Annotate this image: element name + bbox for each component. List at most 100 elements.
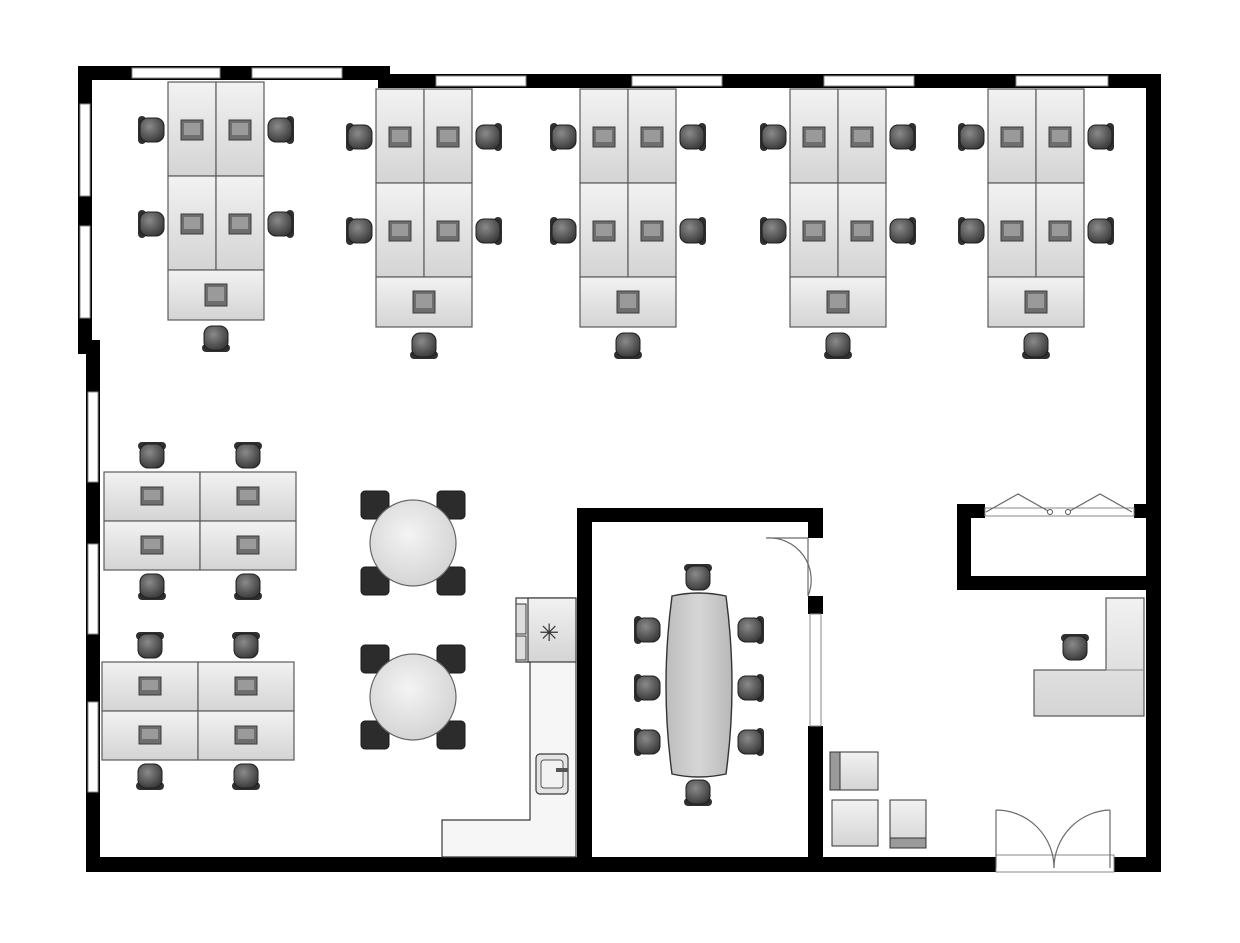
chair[interactable] xyxy=(360,644,390,674)
reception-chair-group xyxy=(1061,634,1089,661)
chair[interactable] xyxy=(1087,217,1114,245)
stove[interactable]: ✳ xyxy=(515,597,577,663)
chair[interactable] xyxy=(679,123,706,151)
chair[interactable] xyxy=(684,564,712,591)
screen-icon xyxy=(142,729,158,739)
chair[interactable] xyxy=(760,217,787,245)
chair[interactable] xyxy=(475,217,502,245)
chair[interactable] xyxy=(634,674,661,702)
chair[interactable] xyxy=(958,123,985,151)
chair[interactable] xyxy=(360,720,390,750)
chair[interactable] xyxy=(737,674,764,702)
storage-closet-walls xyxy=(957,504,1148,590)
screen-icon xyxy=(596,224,612,236)
chair[interactable] xyxy=(889,217,916,245)
chair[interactable] xyxy=(267,210,294,238)
chair[interactable] xyxy=(634,728,661,756)
screen-icon xyxy=(806,130,822,142)
desk-block xyxy=(103,442,297,600)
lounge-chair[interactable] xyxy=(889,799,927,849)
windows xyxy=(79,67,1109,793)
screen-icon xyxy=(644,130,660,142)
stove-asterisk-icon: ✳ xyxy=(539,619,559,647)
chair[interactable] xyxy=(958,217,985,245)
chair[interactable] xyxy=(436,490,466,520)
chair[interactable] xyxy=(436,644,466,674)
chair[interactable] xyxy=(684,779,712,806)
entrance-double-door[interactable] xyxy=(995,809,1115,873)
chair[interactable] xyxy=(1061,634,1089,661)
chair[interactable] xyxy=(267,116,294,144)
screen-icon xyxy=(144,490,160,500)
screen-icon xyxy=(440,130,456,142)
chair[interactable] xyxy=(614,332,642,359)
storage-bifold-door[interactable] xyxy=(985,493,1133,515)
chair[interactable] xyxy=(436,566,466,596)
chair[interactable] xyxy=(232,763,260,790)
lounge-chair[interactable] xyxy=(829,751,879,791)
screen-icon xyxy=(620,294,636,308)
round-table xyxy=(360,490,466,596)
screen-icon xyxy=(1028,294,1044,308)
chair[interactable] xyxy=(889,123,916,151)
screen-icon xyxy=(184,123,200,135)
chair[interactable] xyxy=(136,763,164,790)
chair[interactable] xyxy=(346,123,373,151)
sink[interactable] xyxy=(535,753,569,795)
lounge-chairs xyxy=(829,751,927,849)
screen-icon xyxy=(1052,130,1068,142)
chair[interactable] xyxy=(138,442,166,469)
meeting-room-walls xyxy=(577,508,823,870)
chair[interactable] xyxy=(234,573,262,600)
screen-icon xyxy=(1052,224,1068,236)
desk-cluster xyxy=(760,88,916,359)
lounge-round-tables xyxy=(360,490,466,750)
open-office-desk-clusters xyxy=(138,81,1114,359)
chair[interactable] xyxy=(138,116,165,144)
chair[interactable] xyxy=(232,632,260,659)
chair[interactable] xyxy=(138,210,165,238)
chair[interactable] xyxy=(360,490,390,520)
screen-icon xyxy=(240,539,256,549)
screen-icon xyxy=(208,287,224,301)
chair[interactable] xyxy=(475,123,502,151)
screen-icon xyxy=(144,539,160,549)
chair[interactable] xyxy=(550,217,577,245)
conference-table xyxy=(634,564,764,806)
screen-icon xyxy=(238,729,254,739)
chair[interactable] xyxy=(1087,123,1114,151)
chair[interactable] xyxy=(234,442,262,469)
screen-icon xyxy=(806,224,822,236)
screen-icon xyxy=(232,123,248,135)
screen-icon xyxy=(142,680,158,690)
screen-icon xyxy=(238,680,254,690)
chair[interactable] xyxy=(436,720,466,750)
chair[interactable] xyxy=(136,632,164,659)
chair[interactable] xyxy=(737,616,764,644)
screen-icon xyxy=(596,130,612,142)
chair[interactable] xyxy=(737,728,764,756)
chair[interactable] xyxy=(360,566,390,596)
meeting-room-door[interactable] xyxy=(765,537,812,597)
chair[interactable] xyxy=(634,616,661,644)
screen-icon xyxy=(232,217,248,229)
chair[interactable] xyxy=(410,332,438,359)
desk-cluster xyxy=(138,81,294,352)
chair[interactable] xyxy=(1022,332,1050,359)
chair[interactable] xyxy=(679,217,706,245)
chair[interactable] xyxy=(202,325,230,352)
screen-icon xyxy=(644,224,660,236)
chair[interactable] xyxy=(138,573,166,600)
screen-icon xyxy=(392,224,408,236)
screen-icon xyxy=(1004,130,1020,142)
desk-cluster xyxy=(346,88,502,359)
desk-cluster xyxy=(958,88,1114,359)
chair[interactable] xyxy=(550,123,577,151)
round-table xyxy=(360,644,466,750)
chair[interactable] xyxy=(346,217,373,245)
chair[interactable] xyxy=(760,123,787,151)
kitchenette: ✳ xyxy=(441,597,577,858)
chair[interactable] xyxy=(824,332,852,359)
side-table xyxy=(831,799,879,847)
